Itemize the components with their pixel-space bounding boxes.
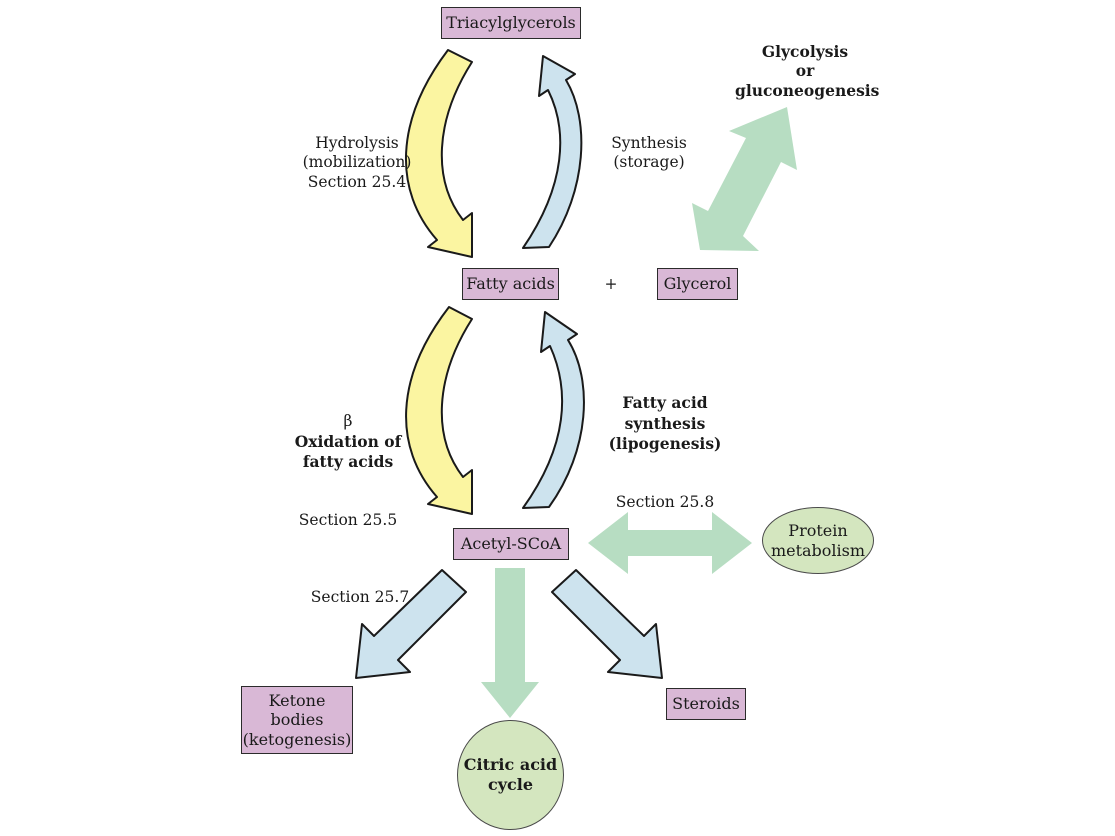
hydrolysis-label: Hydrolysis (mobilization) Section 25.4 [302, 134, 412, 191]
glycolysis-label: Glycolysis or gluconeogenesis [735, 42, 880, 100]
glycerol-glycolysis-arrow [692, 107, 797, 251]
acetyl-protein-arrow [588, 512, 752, 574]
beta-oxidation-text: Oxidation of fatty acids [294, 431, 402, 472]
section-25-5-text: Section 25.5 [298, 511, 398, 530]
acetyl-scoa-box: Acetyl-SCoA [453, 528, 569, 560]
synthesis-arrow [522, 55, 583, 249]
acetyl-ketone-arrow [355, 569, 467, 679]
protein-metabolism-oval: Protein metabolism [762, 507, 874, 574]
acetyl-citric-arrow [481, 568, 539, 718]
synthesis-label: Synthesis (storage) [611, 134, 687, 172]
hydrolysis-arrow [404, 49, 473, 258]
plus-sign: + [604, 275, 618, 293]
triacylglycerols-box: Triacylglycerols [441, 7, 581, 39]
section-25-8-text: Section 25.8 [615, 493, 715, 512]
citric-acid-cycle-oval: Citric acid cycle [457, 720, 564, 830]
glycerol-box: Glycerol [657, 268, 738, 300]
lipogenesis-arrow [522, 311, 585, 509]
section-25-7-label: Section 25.7 [310, 588, 410, 606]
steroids-box: Steroids [666, 688, 746, 720]
beta-oxidation-arrow [405, 306, 473, 515]
acetyl-steroids-arrow [551, 569, 663, 679]
lipogenesis-label: Fatty acid synthesis (lipogenesis) Secti… [605, 374, 725, 513]
ketone-bodies-box: Ketone bodies (ketogenesis) [241, 686, 353, 754]
beta-oxidation-label: β Oxidation of fatty acids Section 25.5 [283, 393, 413, 531]
fatty-acids-box: Fatty acids [462, 268, 559, 300]
beta-symbol: β [343, 412, 353, 431]
fatty-acid-synthesis-text: Fatty acid synthesis (lipogenesis) [608, 393, 722, 454]
